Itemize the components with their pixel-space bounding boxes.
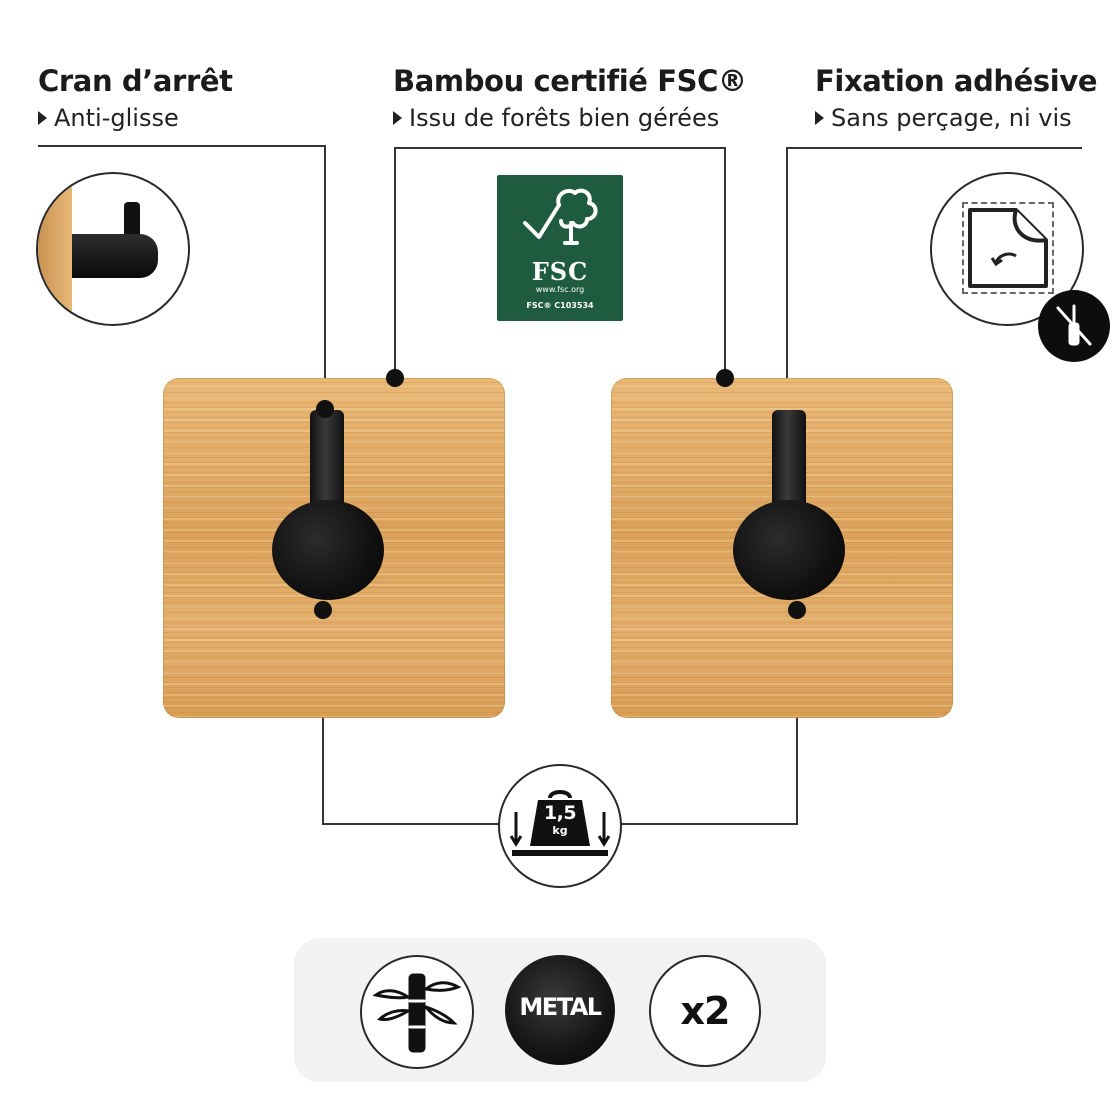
- callout-dot: [386, 369, 404, 387]
- feature-subtitle-stop: Anti-glisse: [38, 104, 179, 132]
- dashed-frame: [962, 202, 1054, 294]
- weight-icon: [510, 790, 610, 856]
- feature-subtitle-bamboo: Issu de forêts bien gérées: [393, 104, 719, 132]
- weight-capacity-badge: 1,5 kg: [498, 764, 622, 888]
- callout-dot: [316, 400, 334, 418]
- hook-knob-left: [272, 500, 384, 600]
- hook-detail-badge: [36, 172, 190, 326]
- weight-unit: kg: [552, 824, 568, 837]
- fsc-url-text: www.fsc.org: [535, 285, 585, 294]
- callout-dot: [314, 601, 332, 619]
- weight-value: 1,5: [543, 802, 577, 824]
- feature-title-bamboo: Bambou certifié FSC®: [393, 64, 747, 98]
- quantity-label: x2: [680, 989, 731, 1033]
- metal-label: METAL: [519, 993, 602, 1021]
- feature-title-stop: Cran d’arrêt: [38, 64, 233, 98]
- bamboo-badge: [360, 955, 474, 1069]
- feature-subtitle-adhesive: Sans perçage, ni vis: [815, 104, 1072, 132]
- hook-pin: [124, 202, 140, 238]
- bamboo-icon: [372, 973, 462, 1053]
- fsc-brand-text: FSC: [531, 257, 589, 286]
- no-screwdriver-icon: [1056, 304, 1092, 346]
- bullet-arrow-icon: [38, 111, 47, 125]
- callout-dot: [716, 369, 734, 387]
- wood-edge: [38, 174, 72, 324]
- fsc-license-text: FSC® C103534: [526, 301, 594, 310]
- no-drill-badge: [1038, 290, 1110, 362]
- bullet-arrow-icon: [393, 111, 402, 125]
- adhesive-badge: [930, 172, 1084, 326]
- fsc-logo: FSC www.fsc.org FSC® C103534: [497, 175, 623, 321]
- fsc-tree-icon: [523, 188, 598, 245]
- feature-title-adhesive: Fixation adhésive: [815, 64, 1098, 98]
- metal-badge: METAL: [505, 955, 615, 1065]
- hook-knob-right: [733, 500, 845, 600]
- hook-body: [72, 234, 158, 278]
- quantity-badge: x2: [649, 955, 761, 1067]
- peel-sticker-icon: [968, 208, 1048, 288]
- bullet-arrow-icon: [815, 111, 824, 125]
- callout-dot: [788, 601, 806, 619]
